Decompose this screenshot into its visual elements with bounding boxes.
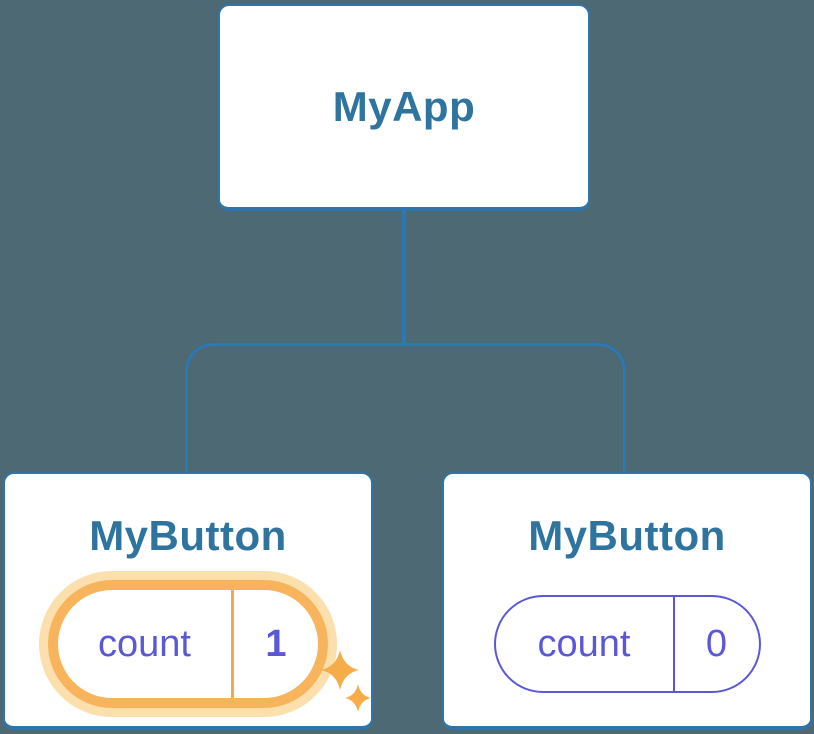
pill-divider (231, 590, 234, 698)
state-value: 0 (705, 622, 728, 665)
state-value: 1 (265, 622, 287, 665)
pill-divider (672, 597, 675, 691)
node-myapp-label: MyApp (332, 82, 476, 130)
state-pill-normal: count 0 (493, 595, 761, 693)
state-area-right: count 0 (444, 564, 810, 724)
node-myapp: MyApp (218, 4, 590, 211)
connector-branches (185, 343, 626, 472)
state-area-left: count 1 (5, 564, 371, 724)
state-name-label: count (537, 622, 631, 665)
node-mybutton-right: MyButton count 0 (442, 472, 812, 730)
state-pill-highlighted: count 1 (48, 580, 328, 708)
node-mybutton-right-label: MyButton (528, 512, 726, 559)
node-mybutton-left: MyButton count 1 (3, 472, 373, 730)
state-name-label: count (98, 622, 191, 665)
node-mybutton-left-label: MyButton (89, 512, 287, 559)
connector-stem (402, 210, 406, 344)
